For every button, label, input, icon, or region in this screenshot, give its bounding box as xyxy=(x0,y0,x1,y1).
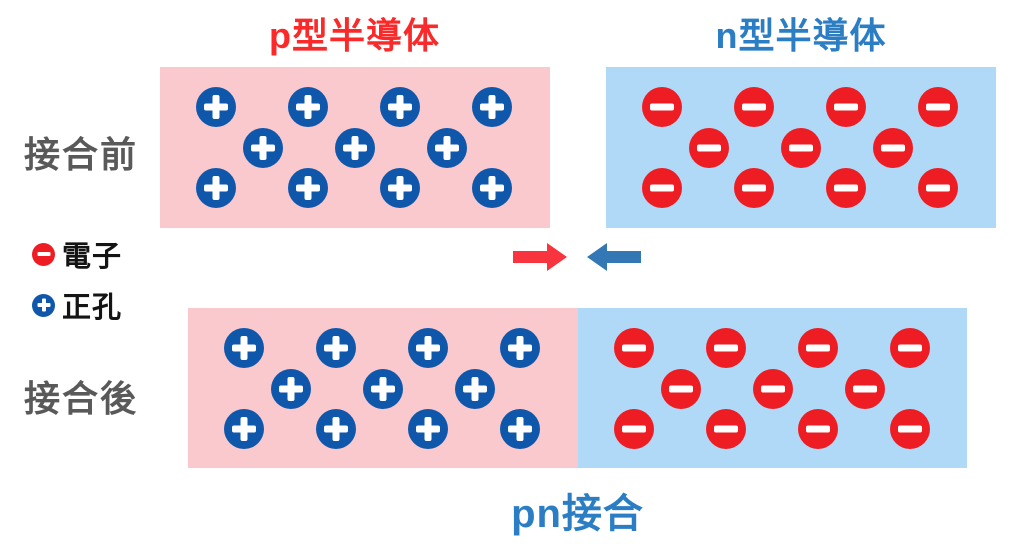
electron-icon xyxy=(32,242,55,266)
legend: 電子 正孔 xyxy=(32,233,122,326)
electron-icon xyxy=(753,369,793,409)
electron-icon xyxy=(918,87,958,127)
hole-icon xyxy=(335,128,375,168)
electron-icon xyxy=(890,409,930,449)
electron-diffusion-arrow-icon xyxy=(587,243,641,271)
electron-label: 電子 xyxy=(62,241,123,273)
electron-icon xyxy=(734,168,774,208)
hole-icon xyxy=(224,409,264,449)
before-junction-label: 接合前 xyxy=(24,134,139,175)
hole-icon xyxy=(500,409,540,449)
electron-icon xyxy=(706,328,746,368)
electron-icon xyxy=(826,168,866,208)
hole-icon xyxy=(472,87,512,127)
electron-icon xyxy=(689,128,729,168)
electron-icon xyxy=(661,369,701,409)
n-region-after xyxy=(578,308,967,468)
electron-icon xyxy=(706,409,746,449)
electron-icon xyxy=(798,409,838,449)
p-type-title: p型半導体 xyxy=(269,15,440,56)
hole-icon xyxy=(271,369,311,409)
electron-icon xyxy=(642,168,682,208)
hole-icon xyxy=(288,87,328,127)
hole-diffusion-arrow-icon xyxy=(513,243,567,271)
hole-icon xyxy=(288,168,328,208)
electron-icon xyxy=(734,87,774,127)
legend-row-hole: 正孔 xyxy=(32,284,122,326)
hole-icon xyxy=(380,168,420,208)
hole-icon xyxy=(472,168,512,208)
hole-icon xyxy=(196,168,236,208)
hole-icon xyxy=(32,293,55,317)
electron-icon xyxy=(614,328,654,368)
hole-icon xyxy=(408,328,448,368)
hole-icon xyxy=(316,328,356,368)
hole-icon xyxy=(427,128,467,168)
p-region-after xyxy=(188,308,578,468)
electron-icon xyxy=(642,87,682,127)
after-junction-label: 接合後 xyxy=(24,378,139,419)
legend-row-electron: 電子 xyxy=(32,233,122,275)
electron-icon xyxy=(614,409,654,449)
hole-icon xyxy=(500,328,540,368)
n-region-before xyxy=(606,67,996,228)
n-type-title: n型半導体 xyxy=(715,15,887,56)
hole-icon xyxy=(316,409,356,449)
hole-icon xyxy=(380,87,420,127)
electron-icon xyxy=(845,369,885,409)
electron-icon xyxy=(826,87,866,127)
p-region-before xyxy=(160,67,550,228)
hole-icon xyxy=(363,369,403,409)
hole-icon xyxy=(455,369,495,409)
electron-icon xyxy=(918,168,958,208)
hole-icon xyxy=(408,409,448,449)
hole-icon xyxy=(224,328,264,368)
electron-icon xyxy=(873,128,913,168)
hole-icon xyxy=(243,128,283,168)
pn-junction-label: pn接合 xyxy=(511,492,644,536)
pn-junction-box xyxy=(188,308,967,468)
hole-icon xyxy=(196,87,236,127)
hole-label: 正孔 xyxy=(62,292,123,324)
electron-icon xyxy=(798,328,838,368)
electron-icon xyxy=(781,128,821,168)
electron-icon xyxy=(890,328,930,368)
